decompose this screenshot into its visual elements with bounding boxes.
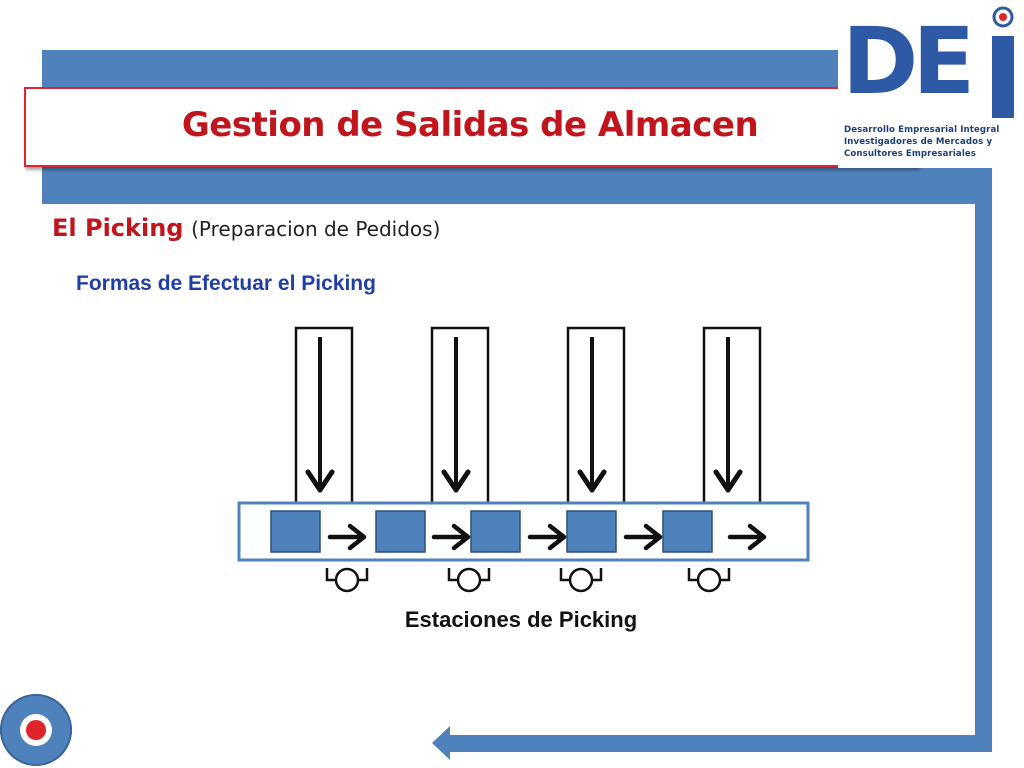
right-arrow-icon	[327, 523, 367, 551]
logo-tagline: Desarrollo Empresarial Integral Investig…	[844, 124, 1020, 160]
conveyor-belt	[237, 501, 810, 562]
title-box: Gestion de Salidas de Almacen	[24, 87, 918, 167]
column-station-1	[294, 326, 354, 505]
order-box	[375, 510, 426, 553]
column-station-4	[702, 326, 762, 505]
column-station-3	[566, 326, 626, 505]
right-arrow-icon	[527, 523, 567, 551]
dei-logo: DE Desarrollo Empresarial Integral Inves…	[838, 0, 1024, 168]
down-arrow-icon	[713, 337, 743, 493]
picking-station-icon	[325, 567, 369, 593]
section-title-paren: (Preparacion de Pedidos)	[191, 217, 441, 241]
right-arrow-icon	[431, 523, 471, 551]
record-button[interactable]	[0, 694, 72, 766]
down-arrow-icon	[305, 337, 335, 493]
frame-right-band	[975, 160, 992, 750]
logo-i-glyph	[992, 6, 1014, 118]
logo-letters: DE	[842, 8, 975, 115]
frame-bottom-band	[447, 735, 992, 752]
picking-station-icon	[559, 567, 603, 593]
down-arrow-icon	[441, 337, 471, 493]
order-box	[270, 510, 321, 553]
down-arrow-icon	[577, 337, 607, 493]
picking-station-icon	[447, 567, 491, 593]
section-title: El Picking (Preparacion de Pedidos)	[52, 214, 440, 242]
frame-left-arrowhead	[432, 726, 450, 760]
right-arrow-icon	[727, 523, 767, 551]
logo-tagline-line: Consultores Empresariales	[844, 149, 977, 159]
column-station-2	[430, 326, 490, 505]
slide-title: Gestion de Salidas de Almacen	[181, 105, 759, 145]
logo-tagline-line: Desarrollo Empresarial Integral	[844, 125, 1000, 135]
logo-tagline-line: Investigadores de Mercados y	[844, 137, 993, 147]
section-title-main: El Picking	[52, 214, 184, 242]
right-arrow-icon	[623, 523, 663, 551]
record-dot	[26, 720, 46, 740]
order-box	[662, 510, 713, 553]
picking-station-icon	[687, 567, 731, 593]
order-box	[470, 510, 521, 553]
subtitle: Formas de Efectuar el Picking	[76, 272, 376, 295]
record-button-icon	[20, 714, 52, 746]
diagram-caption: Estaciones de Picking	[404, 607, 638, 632]
order-box	[566, 510, 617, 553]
